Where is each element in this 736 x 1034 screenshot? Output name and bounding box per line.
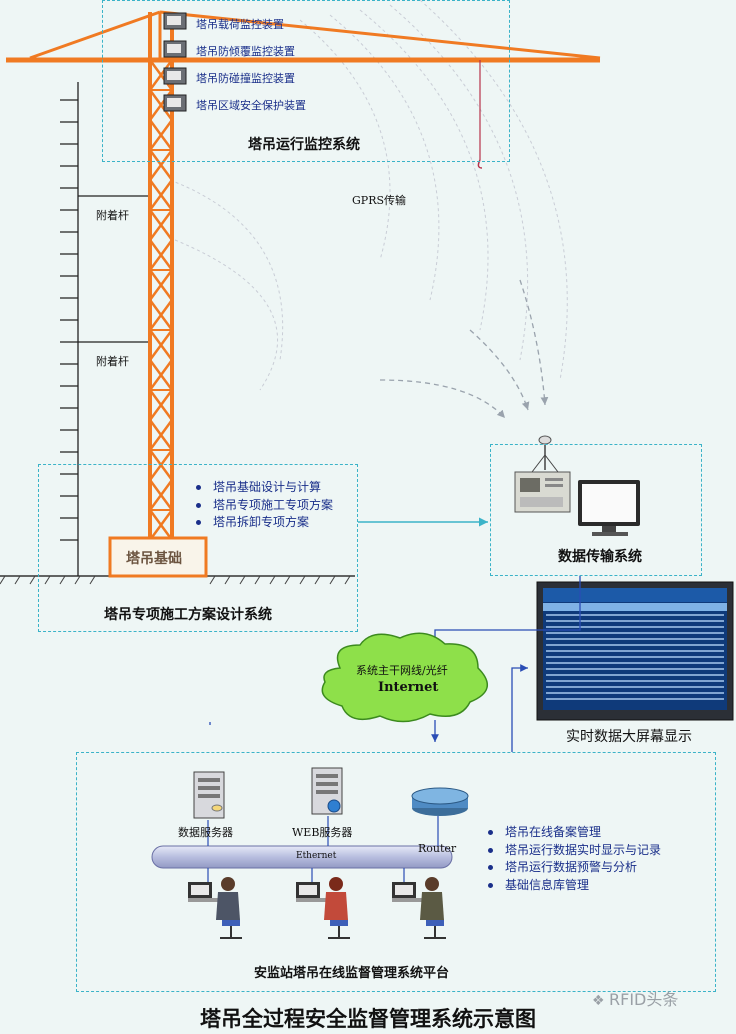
internet-cloud <box>321 632 488 723</box>
design-system-label: 塔吊专项施工方案设计系统 <box>104 607 272 623</box>
platform-items-list: 塔吊在线备案管理 塔吊运行数据实时显示与记录 塔吊运行数据预警与分析 基础信息库… <box>488 824 661 894</box>
signal-arrows <box>379 279 549 419</box>
monitor-device-icons <box>163 12 187 112</box>
platform-label: 安监站塔吊在线监督管理系统平台 <box>254 966 450 981</box>
design-system-box <box>38 464 358 632</box>
device-label-anti-collision: 塔吊防碰撞监控装置 <box>196 72 295 85</box>
cloud-label-line1: 系统主干网线/光纤 <box>356 664 448 677</box>
platform-item: 塔吊运行数据预警与分析 <box>488 859 661 877</box>
web-server-icon <box>311 767 343 815</box>
operation-system-label: 塔吊运行监控系统 <box>248 137 360 153</box>
router-label: Router <box>418 842 457 855</box>
data-server-label: 数据服务器 <box>178 826 233 839</box>
device-label-anti-tilt: 塔吊防倾覆监控装置 <box>196 45 295 58</box>
tie-rod-label-lower: 附着杆 <box>96 355 129 368</box>
ethernet-bus <box>151 845 453 869</box>
device-label-load: 塔吊载荷监控装置 <box>196 18 284 31</box>
device-label-area-protection: 塔吊区域安全保护装置 <box>196 99 306 112</box>
ethernet-label: Ethernet <box>296 851 337 861</box>
design-item: 塔吊专项施工专项方案 <box>196 497 333 515</box>
data-transmission-label: 数据传输系统 <box>558 549 642 565</box>
router-icon <box>411 787 469 816</box>
big-screen-display <box>536 581 734 721</box>
big-screen-label: 实时数据大屏幕显示 <box>566 729 692 745</box>
operator-workstation-3 <box>392 877 446 939</box>
design-items-list: 塔吊基础设计与计算 塔吊专项施工专项方案 塔吊拆卸专项方案 <box>196 479 333 532</box>
operator-workstation-2 <box>296 877 350 939</box>
design-item: 塔吊基础设计与计算 <box>196 479 333 497</box>
transmission-monitor-icon <box>578 480 640 536</box>
gprs-label: GPRS传输 <box>352 194 407 207</box>
data-server-icon <box>193 771 225 819</box>
cloud-label-internet: Internet <box>378 680 439 695</box>
platform-item: 塔吊在线备案管理 <box>488 824 661 842</box>
gprs-signal-arcs <box>169 0 568 391</box>
web-server-label: WEB服务器 <box>292 826 353 839</box>
supervision-platform-box <box>76 752 716 992</box>
watermark: ❖ RFID头条 <box>592 990 679 1009</box>
watermark-icon: ❖ <box>592 993 610 1009</box>
platform-item: 塔吊运行数据实时显示与记录 <box>488 842 661 860</box>
foundation-label: 塔吊基础 <box>126 551 182 567</box>
tie-rods <box>78 195 150 343</box>
tie-rod-label-upper: 附着杆 <box>96 209 129 222</box>
design-item: 塔吊拆卸专项方案 <box>196 514 333 532</box>
data-transmission-system-box <box>490 444 702 576</box>
building-structure <box>60 82 79 576</box>
platform-item: 基础信息库管理 <box>488 877 661 895</box>
crane-foundation <box>108 536 208 578</box>
diagram-title: 塔吊全过程安全监督管理系统示意图 <box>200 1006 536 1031</box>
transmission-equipment-icon <box>514 435 571 513</box>
operator-workstation-1 <box>188 877 242 939</box>
operation-monitoring-system-box <box>102 0 510 162</box>
